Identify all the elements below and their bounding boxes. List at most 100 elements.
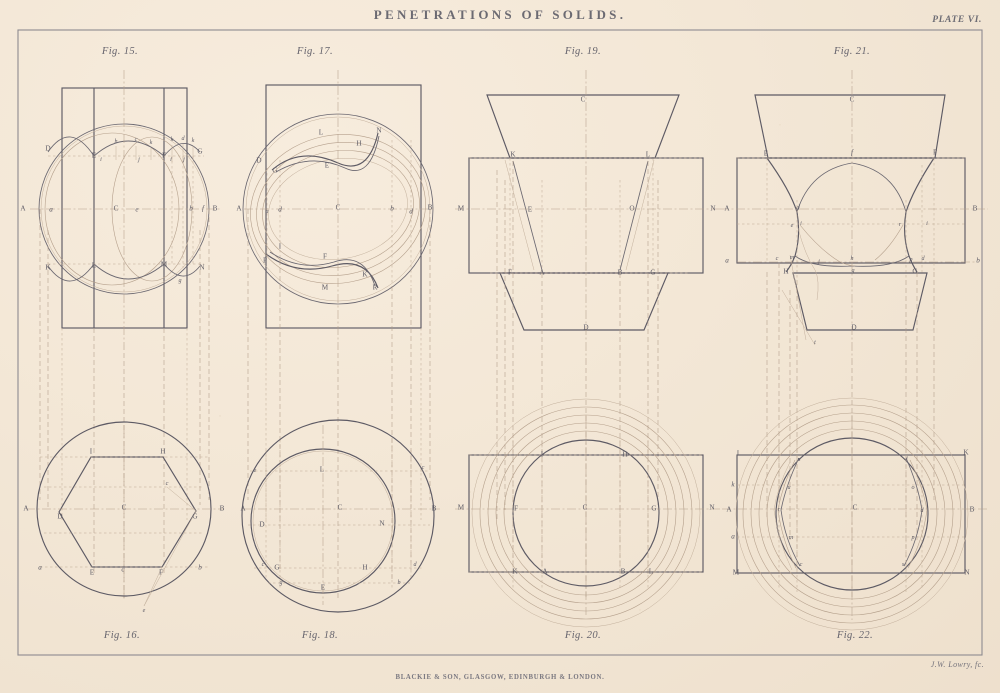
point-label-fig21-d: d	[921, 255, 925, 262]
point-label-fig17-E: E	[324, 161, 330, 170]
point-label-fig17-b: b	[390, 204, 394, 213]
point-label-fig19-N: N	[710, 204, 716, 213]
point-label-fig16-e: e	[142, 607, 146, 614]
point-label-fig22-i: i	[906, 455, 908, 462]
point-label-fig17-d: d	[278, 205, 282, 214]
point-label-fig15-a: a	[49, 205, 53, 214]
point-label-fig19-M: M	[457, 204, 465, 213]
point-label-fig19-G: G	[650, 268, 656, 277]
point-label-fig22-M: M	[732, 568, 740, 577]
publisher-imprint: BLACKIE & SON, GLASGOW, EDINBURGH & LOND…	[395, 674, 605, 681]
point-label-fig19-B: B	[617, 268, 623, 277]
point-label-fig17-F: F	[323, 252, 327, 261]
point-label-fig20-A: A	[542, 567, 548, 576]
point-label-fig16-a: a	[38, 563, 42, 572]
point-label-fig16-c: c	[165, 480, 169, 487]
point-label-fig15-b: b	[189, 204, 193, 213]
point-label-fig18-A: A	[240, 504, 246, 513]
point-label-fig21-i: i	[800, 220, 802, 227]
point-label-fig19-L: L	[645, 150, 651, 159]
point-label-fig17-B: B	[427, 203, 433, 212]
point-label-fig22-d: d	[920, 507, 924, 514]
point-label-fig17-N: N	[376, 126, 382, 135]
point-label-fig21-B: B	[972, 204, 978, 213]
point-label-fig18-D: D	[259, 520, 265, 529]
point-label-fig22-N: N	[964, 568, 970, 577]
point-label-fig15-g: g	[178, 277, 182, 284]
point-label-fig17-K: K	[362, 270, 368, 279]
point-label-fig20-F: F	[514, 504, 518, 513]
point-label-fig21-d: d	[796, 203, 800, 212]
point-label-fig19-O: O	[629, 204, 635, 213]
caption-fig19: Fig. 19.	[564, 46, 602, 57]
point-label-fig22-s: s	[901, 561, 905, 568]
point-label-fig17-A: A	[236, 204, 242, 213]
point-label-fig21-f: f	[851, 148, 853, 157]
point-label-fig15-c: c	[134, 136, 138, 143]
point-label-fig15-i: i	[170, 156, 172, 163]
caption-fig16: Fig. 16.	[103, 630, 141, 641]
point-label-fig16-H: H	[160, 447, 166, 456]
point-label-fig22-a: a	[731, 532, 735, 541]
point-label-fig19-E: E	[527, 205, 533, 214]
point-label-fig17-a: a	[265, 208, 269, 215]
point-label-fig17-G: G	[272, 166, 278, 175]
point-label-fig15-E: E	[91, 151, 97, 160]
point-label-fig15-B: B	[212, 204, 218, 213]
point-label-fig16-C: C	[121, 503, 127, 512]
point-label-fig22-k: k	[731, 480, 735, 489]
point-label-fig15-f: f	[202, 204, 204, 213]
point-label-fig15-e: e	[135, 205, 139, 214]
point-label-fig15-j: j	[183, 156, 185, 163]
point-label-fig22-I: I	[736, 449, 740, 458]
point-label-fig21-m: m	[789, 254, 795, 261]
point-label-fig20-M: M	[457, 503, 465, 512]
point-label-fig15-C: C	[113, 204, 119, 213]
point-label-fig20-B: B	[620, 567, 626, 576]
caption-fig20: Fig. 20.	[564, 630, 602, 641]
point-label-fig16-D: D	[57, 512, 63, 521]
point-label-fig16-A: A	[23, 504, 29, 513]
point-label-fig15-k: k	[149, 139, 153, 146]
point-label-fig21-i: i	[926, 220, 928, 227]
point-label-fig22-u: u	[787, 484, 791, 491]
figure-fig16	[26, 421, 224, 607]
caption-fig22: Fig. 22.	[836, 630, 874, 641]
point-label-fig21-H: H	[783, 267, 789, 276]
point-label-fig17-C: C	[335, 203, 341, 212]
point-label-fig17-M: M	[321, 283, 329, 292]
point-label-fig21-p: p	[909, 256, 913, 263]
point-label-fig22-m: m	[788, 534, 794, 541]
point-label-fig15-N: N	[199, 263, 205, 272]
point-label-fig15-k: k	[170, 136, 174, 143]
caption-fig18: Fig. 18.	[301, 630, 339, 641]
point-label-fig22-r: r	[777, 506, 781, 513]
figure-fig18	[241, 419, 440, 613]
point-label-fig18-g: g	[279, 579, 283, 586]
point-label-fig21-D: D	[851, 323, 857, 332]
figure-fig17	[242, 70, 436, 600]
point-label-fig15-j: j	[138, 156, 140, 163]
figure-fig22	[722, 397, 988, 631]
point-label-fig20-G: G	[651, 504, 657, 513]
point-label-fig21-r: r	[898, 221, 902, 228]
point-label-fig21-F: F	[933, 148, 937, 157]
point-label-fig18-N: N	[379, 519, 385, 528]
point-label-fig22-o: o	[911, 484, 915, 491]
point-label-fig21-E: E	[763, 149, 769, 158]
point-label-fig19-K: K	[510, 150, 516, 159]
point-label-fig20-C: C	[582, 503, 588, 512]
point-label-fig16-B: B	[219, 504, 225, 513]
point-label-fig22-c: c	[799, 561, 803, 568]
point-label-fig20-H: H	[622, 450, 628, 459]
point-label-fig18-B: B	[431, 504, 437, 513]
point-label-fig17-H: H	[356, 139, 362, 148]
point-label-fig20-K: K	[512, 567, 518, 576]
figure-fig15	[30, 70, 220, 600]
point-label-fig15-i: i	[100, 156, 102, 163]
point-label-fig21-j: j	[818, 258, 820, 265]
point-label-fig21-t: t	[814, 339, 816, 346]
point-label-fig22-n: n	[797, 456, 801, 463]
point-label-fig15-d: d	[181, 135, 185, 142]
point-label-fig20-L: L	[648, 567, 654, 576]
